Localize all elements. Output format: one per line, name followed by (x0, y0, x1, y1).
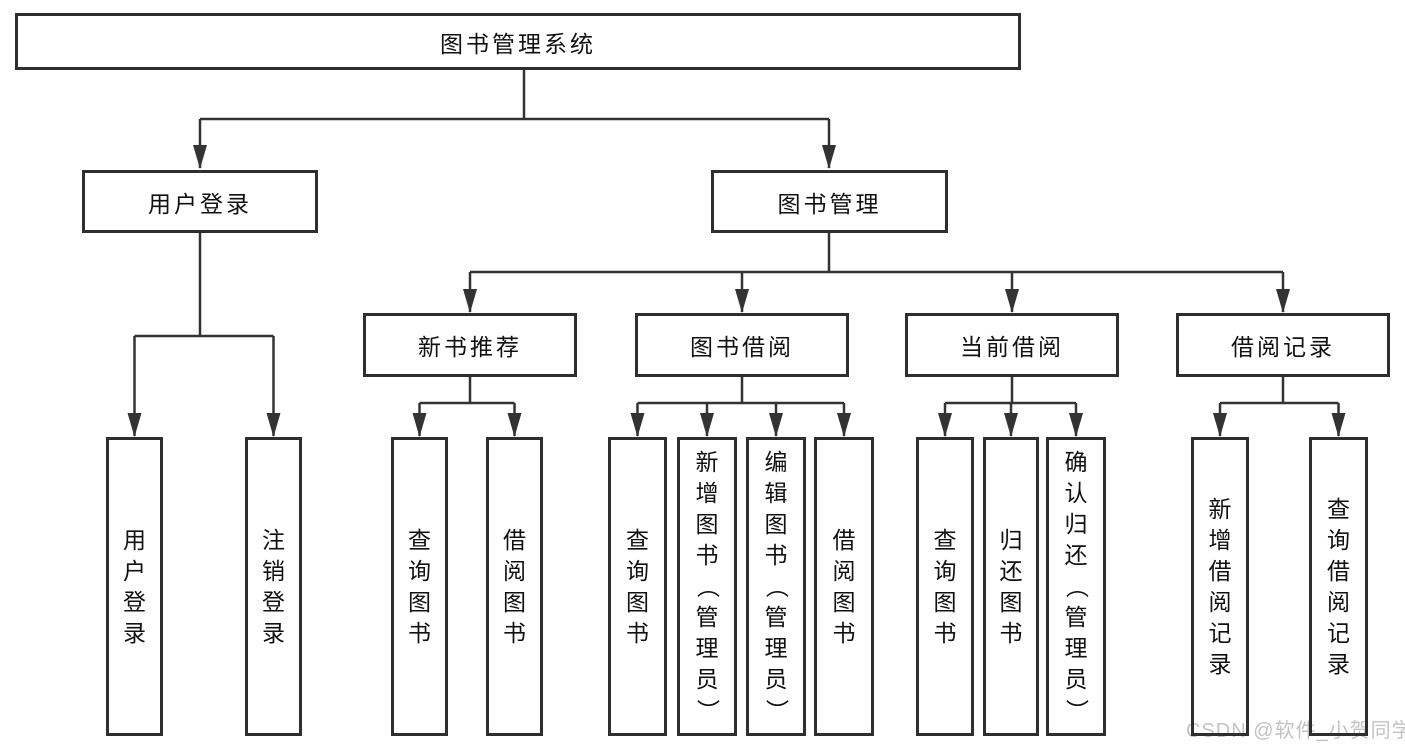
leaf-confirm-return-admin: 确认归还（管理员） (1046, 437, 1106, 736)
node-root-system: 图书管理系统 (15, 13, 1021, 70)
node-label: 新增图书（管理员） (694, 449, 721, 722)
leaf-recommend-borrow-books: 借阅图书 (486, 437, 543, 736)
node-new-book-recommend: 新书推荐 (363, 313, 577, 377)
leaf-recommend-query-books: 查询图书 (391, 437, 448, 736)
node-label: 图书管理系统 (440, 30, 596, 57)
node-borrow-records: 借阅记录 (1176, 313, 1390, 377)
node-label: 用户登录 (148, 190, 252, 217)
node-book-borrow: 图书借阅 (635, 313, 849, 377)
leaf-query-borrow-record: 查询借阅记录 (1309, 437, 1368, 736)
node-label: 图书管理 (777, 190, 882, 217)
watermark: CSDN @软件_小贺同学 (1186, 720, 1405, 742)
node-label: 当前借阅 (960, 334, 1064, 360)
node-label: 确认归还（管理员） (1063, 449, 1090, 722)
node-label: 归还图书 (999, 526, 1023, 646)
leaf-user-login: 用户登录 (106, 437, 163, 736)
leaf-current-query-books: 查询图书 (916, 437, 974, 736)
node-label: 借阅图书 (832, 526, 856, 646)
node-label: 新增借阅记录 (1208, 495, 1232, 677)
node-label: 编辑图书（管理员） (763, 449, 790, 722)
leaf-edit-book-admin: 编辑图书（管理员） (746, 437, 806, 736)
node-label: 查询图书 (626, 526, 649, 646)
node-label: 查询借阅记录 (1327, 495, 1350, 677)
node-label: 查询图书 (408, 526, 431, 646)
node-label: 注销登录 (262, 526, 285, 646)
leaf-return-books: 归还图书 (983, 437, 1039, 736)
leaf-borrow-books: 借阅图书 (814, 437, 874, 736)
node-label: 借阅记录 (1231, 334, 1335, 360)
node-book-management: 图书管理 (711, 170, 948, 233)
leaf-logout: 注销登录 (245, 437, 302, 736)
leaf-add-borrow-record: 新增借阅记录 (1191, 437, 1249, 736)
leaf-add-book-admin: 新增图书（管理员） (677, 437, 737, 736)
node-label: 图书借阅 (690, 334, 794, 360)
node-label: 查询图书 (933, 526, 957, 646)
leaf-borrow-query-books: 查询图书 (608, 437, 667, 736)
node-label: 借阅图书 (503, 526, 526, 646)
node-user-login-module: 用户登录 (82, 170, 318, 233)
node-current-borrow: 当前借阅 (905, 313, 1119, 377)
node-label: 新书推荐 (418, 334, 522, 360)
node-label: 用户登录 (123, 526, 146, 646)
